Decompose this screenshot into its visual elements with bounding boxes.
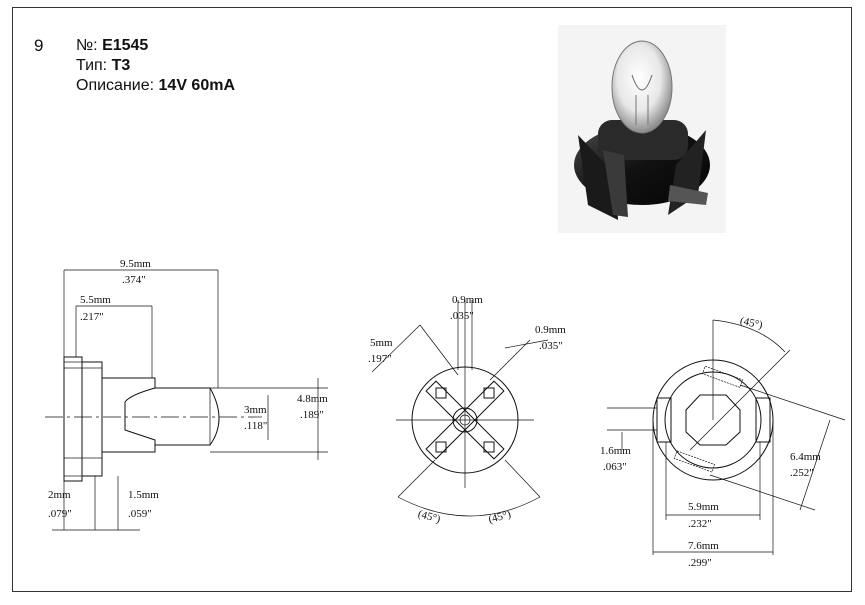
front-slot1-in: .035": [450, 310, 474, 322]
front-slot2-mm: 0.9mm: [535, 324, 566, 336]
side-bulb-len-mm: 5.5mm: [80, 294, 111, 306]
side-bulb-dia-mm: 3mm: [244, 404, 267, 416]
side-total-len-in: .374": [122, 274, 146, 286]
side-height-in: .189": [300, 409, 324, 421]
back-outer-in: .299": [688, 557, 712, 569]
description-label: Описание:: [76, 77, 159, 94]
back-outer-mm: 7.6mm: [688, 540, 719, 552]
front-view: 0.9mm .035" 0.9mm .035" 5mm .197" (45°) …: [368, 294, 566, 526]
drawing-frame: [12, 7, 852, 592]
front-angle1: (45°): [417, 508, 442, 526]
side-bulb-dia-in: .118": [244, 420, 267, 432]
part-number-row: №: E1545: [76, 36, 235, 56]
side-flange-mm: 1.5mm: [128, 489, 159, 501]
type-label: Тип:: [76, 57, 112, 74]
item-number: 9: [34, 36, 44, 55]
side-base-in: .079": [48, 508, 72, 520]
description-row: Описание: 14V 60mA: [76, 76, 235, 96]
back-inner-mm: 5.9mm: [688, 501, 719, 513]
back-angle: (45°): [739, 315, 764, 332]
back-diag-in: .252": [790, 467, 814, 479]
back-lead-mm: 1.6mm: [600, 445, 631, 457]
front-slot1-mm: 0.9mm: [452, 294, 483, 306]
side-bulb-len-in: .217": [80, 311, 104, 323]
part-number-value: E1545: [102, 37, 149, 54]
type-row: Тип: T3: [76, 56, 235, 76]
back-inner-in: .232": [688, 518, 712, 530]
back-lead-in: .063": [603, 461, 627, 473]
side-view: 9.5mm .374" 5.5mm .217" 4.8mm .189" 3mm …: [45, 258, 328, 531]
description-value: 14V 60mA: [158, 77, 236, 94]
side-total-len-mm: 9.5mm: [120, 258, 151, 270]
side-flange-in: .059": [128, 508, 152, 520]
type-value: T3: [111, 57, 131, 74]
front-slot2-in: .035": [539, 340, 563, 352]
front-width-in: .197": [368, 353, 392, 365]
side-base-mm: 2mm: [48, 489, 71, 501]
front-width-mm: 5mm: [370, 337, 393, 349]
product-photo: [558, 25, 726, 233]
back-view: (45°) 1.6mm .063" 6.4mm .252" 5.9mm .232…: [600, 315, 846, 569]
front-angle2: (45°): [487, 508, 512, 526]
side-height-mm: 4.8mm: [297, 393, 328, 405]
back-diag-mm: 6.4mm: [790, 451, 821, 463]
part-number-label: №:: [76, 37, 103, 54]
